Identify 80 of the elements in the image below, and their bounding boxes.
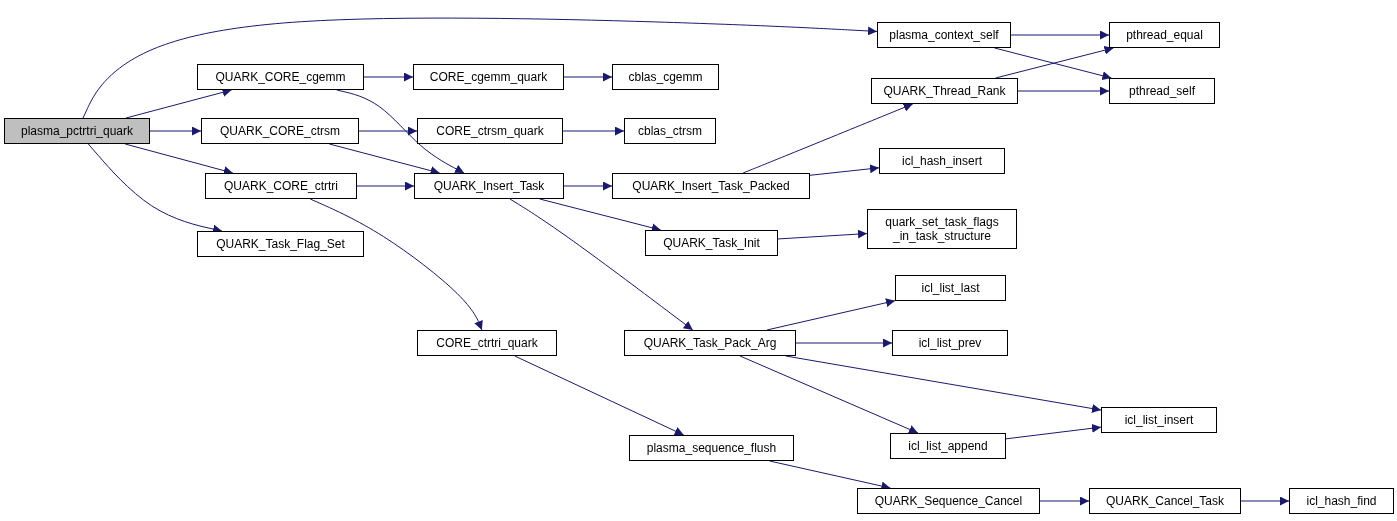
function-name: quark_set_task_flags _in_task_structure	[884, 215, 1000, 243]
function-box	[877, 22, 1011, 48]
function-name: plasma_pctrtri_quark	[20, 124, 134, 138]
function-name: QUARK_Thread_Rank	[883, 84, 1006, 98]
arrow	[309, 198, 483, 331]
function-box	[645, 230, 778, 256]
arrow	[563, 72, 613, 82]
arrow	[562, 126, 625, 136]
arrow	[742, 103, 914, 174]
arrow	[795, 338, 893, 348]
function-name: QUARK_Sequence_Cancel	[874, 494, 1023, 508]
function-name: pthread_self	[1128, 84, 1195, 98]
function-name: QUARK_CORE_cgemm	[215, 70, 346, 84]
function-box	[197, 64, 364, 90]
function-name: QUARK_CORE_ctrsm	[220, 124, 340, 138]
function-box	[857, 488, 1040, 514]
function-name: icl_list_insert	[1124, 413, 1194, 427]
function-name: icl_list_last	[921, 281, 980, 295]
arrow	[777, 229, 868, 240]
function-box	[1289, 488, 1394, 514]
function-name: CORE_cgemm_quark	[429, 70, 548, 84]
function-box	[4, 118, 150, 144]
function-name: QUARK_Insert_Task_Packed	[632, 179, 790, 193]
arrow	[1010, 30, 1110, 40]
arrow	[356, 181, 415, 191]
arrow	[336, 89, 465, 174]
function-box	[417, 330, 557, 356]
arrow	[766, 298, 896, 331]
function-name: plasma_context_self	[889, 28, 999, 42]
arrow	[563, 181, 613, 191]
function-name: plasma_sequence_flush	[646, 441, 777, 455]
function-box	[624, 330, 796, 356]
function-name: QUARK_CORE_ctrtri	[224, 179, 338, 193]
function-name: QUARK_Task_Flag_Set	[216, 237, 345, 251]
arrow	[124, 143, 234, 175]
function-box	[1101, 407, 1217, 433]
function-name: CORE_ctrtri_quark	[436, 336, 538, 350]
function-name: cblas_ctrsm	[638, 124, 702, 138]
arrow	[358, 126, 418, 136]
function-name: cblas_cgemm	[628, 70, 703, 84]
function-box	[413, 64, 564, 90]
arrow	[809, 164, 880, 176]
function-name: QUARK_Insert_Task	[433, 179, 545, 193]
function-box	[197, 231, 364, 257]
function-box	[1109, 78, 1215, 104]
function-box	[417, 118, 563, 144]
function-box	[205, 173, 357, 199]
function-name: QUARK_Task_Pack_Arg	[643, 336, 777, 350]
function-name: QUARK_Task_Init	[663, 236, 760, 250]
function-name: pthread_equal	[1126, 28, 1203, 42]
arrow	[82, 17, 878, 119]
function-name: icl_hash_insert	[901, 154, 982, 168]
arrow	[1005, 423, 1102, 440]
function-box	[890, 433, 1006, 459]
function-box	[879, 148, 1005, 174]
arrow	[514, 355, 685, 436]
arrow	[739, 355, 919, 434]
function-box	[612, 173, 810, 199]
function-name: icl_list_prev	[918, 336, 982, 350]
arrow	[1240, 496, 1290, 506]
function-box	[1109, 22, 1220, 48]
function-box	[414, 173, 564, 199]
function-name: QUARK_Cancel_Task	[1105, 494, 1225, 508]
function-name: icl_list_append	[908, 439, 988, 453]
function-box	[1089, 488, 1241, 514]
function-name: CORE_ctrsm_quark	[436, 124, 544, 138]
arrow	[1017, 86, 1110, 96]
function-box	[867, 209, 1017, 249]
arrow	[1039, 496, 1090, 506]
function-box	[895, 275, 1006, 301]
arrow	[149, 126, 202, 136]
function-box	[871, 78, 1018, 104]
function-box	[892, 330, 1008, 356]
function-box	[612, 64, 719, 90]
function-name: icl_hash_find	[1306, 494, 1377, 508]
arrow	[509, 198, 694, 331]
arrow	[363, 72, 414, 82]
function-box	[629, 435, 794, 461]
function-box	[624, 118, 716, 144]
function-box	[201, 118, 359, 144]
